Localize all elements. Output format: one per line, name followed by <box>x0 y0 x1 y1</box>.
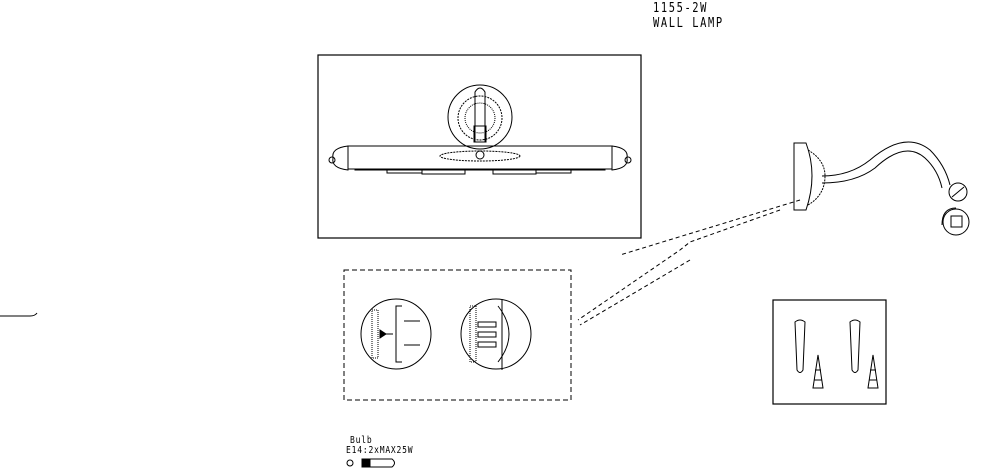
bulb-spec: E14:2xMAX25W <box>346 445 414 456</box>
screw-icon <box>867 354 879 389</box>
bulb-icon <box>346 458 395 468</box>
screw-icon <box>812 354 824 389</box>
bulb-label: Bulb <box>350 435 373 446</box>
ornament-bar <box>439 150 521 162</box>
model-number: 1155-2W <box>653 1 709 16</box>
product-name: WALL LAMP <box>653 16 724 31</box>
edge-line <box>0 312 38 317</box>
wall-plug-icon <box>849 319 861 373</box>
wall-plug-icon <box>794 319 806 373</box>
hardware-box <box>772 299 887 405</box>
leader-arrow <box>619 199 801 256</box>
side-view <box>577 141 970 326</box>
ornament <box>457 95 503 141</box>
front-view <box>317 54 642 239</box>
wall-plate <box>447 84 513 150</box>
mounting-detail <box>343 269 572 401</box>
